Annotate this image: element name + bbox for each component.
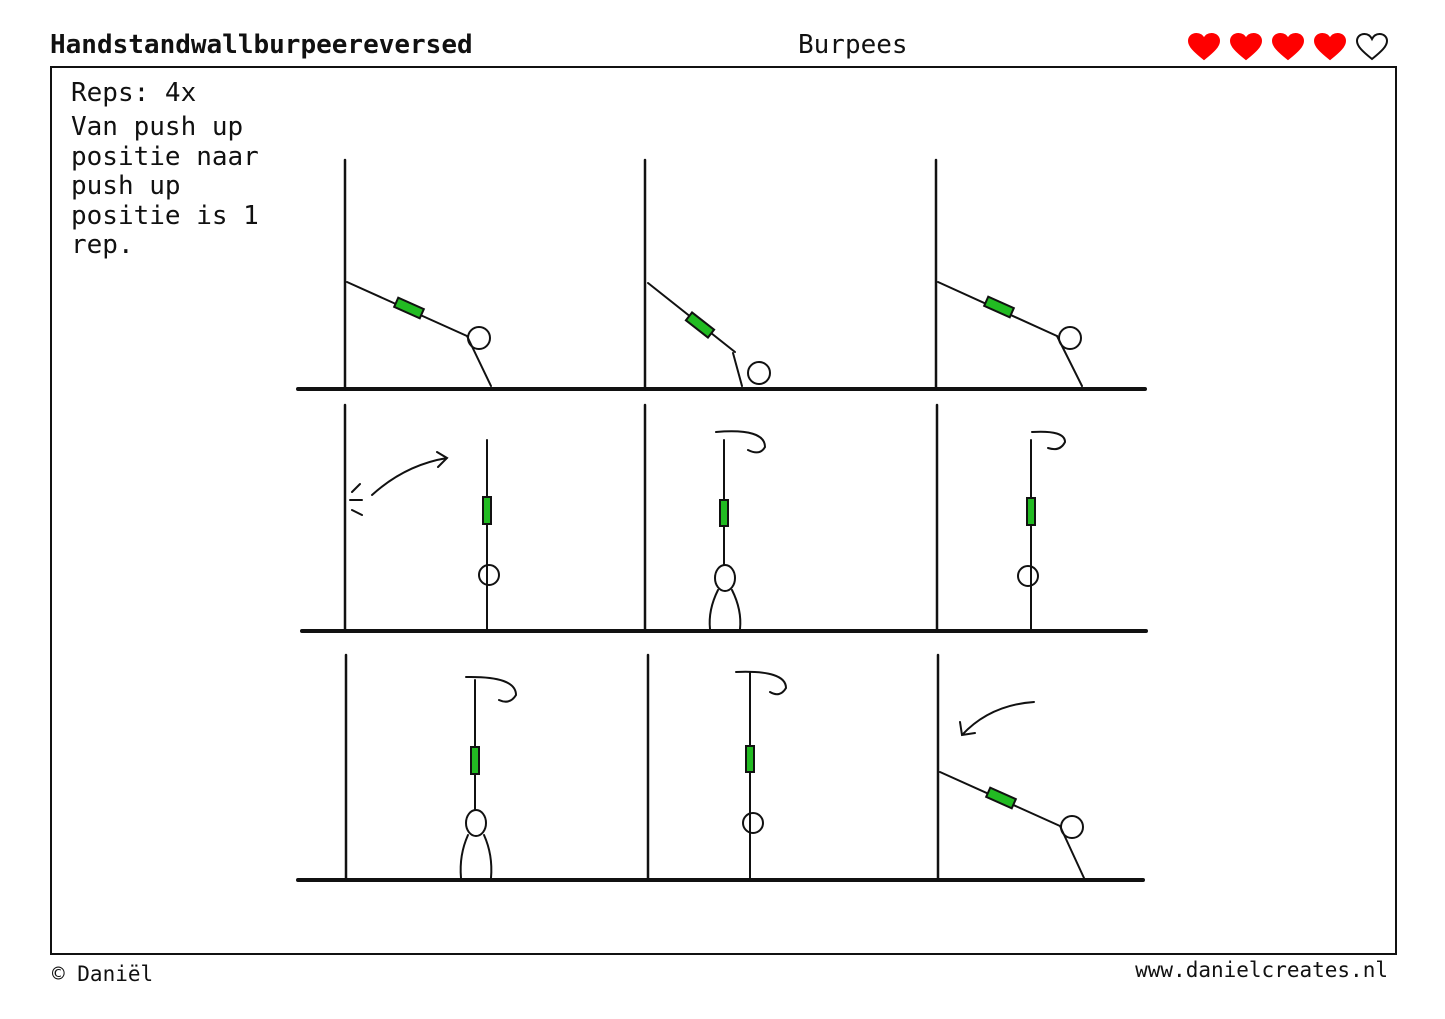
exercise-category: Burpees — [798, 30, 908, 60]
difficulty-rating — [1188, 33, 1388, 61]
heart-empty-icon — [1356, 33, 1388, 61]
figure-handstand-3 — [1017, 430, 1067, 630]
figure-handstand-5 — [735, 670, 788, 879]
wall-lines — [343, 158, 940, 882]
figure-handstand-2 — [708, 430, 767, 630]
exercise-title: Handstandwallburpeereversed — [50, 30, 473, 60]
figure-plank-return — [939, 701, 1085, 879]
floor-lines — [296, 387, 1148, 882]
content-frame — [50, 66, 1397, 955]
heart-filled-icon — [1188, 33, 1220, 61]
copyright: © Daniël — [52, 962, 154, 986]
figure-handstand-kickup — [349, 439, 500, 630]
heart-filled-icon — [1230, 33, 1262, 61]
figure-plank-2 — [647, 282, 771, 387]
figure-handstand-4 — [459, 675, 518, 879]
exercise-description: Van push up positie naar push up positie… — [71, 112, 259, 260]
website-link[interactable]: www.danielcreates.nl — [1135, 958, 1388, 982]
figure-plank-3 — [937, 281, 1083, 387]
figure-plank-1 — [346, 281, 492, 387]
heart-filled-icon — [1272, 33, 1304, 61]
heart-filled-icon — [1314, 33, 1346, 61]
reps-label: Reps: 4x — [71, 78, 197, 108]
